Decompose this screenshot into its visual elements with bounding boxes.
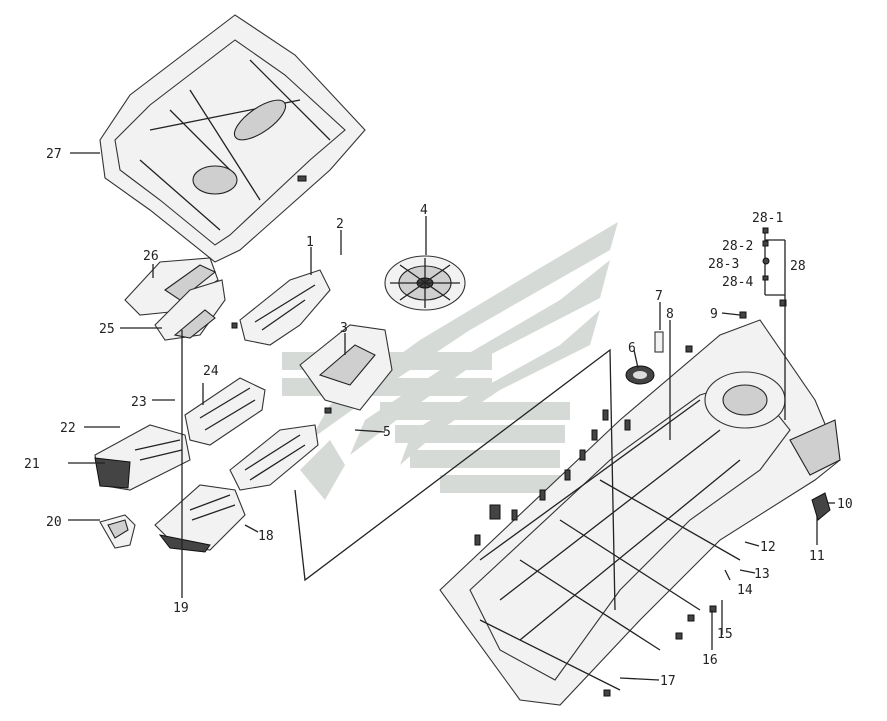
leader-lines: [68, 152, 835, 681]
callout-24: 24: [203, 364, 219, 379]
callout-5: 5: [383, 425, 391, 440]
part-18-step-panel: [229, 424, 319, 491]
callout-28-3: 28-3: [708, 257, 739, 272]
callout-labels: 1 2 3 4 5 6 7 8 9 10 11 12 13 14 15 16 1…: [24, 147, 853, 689]
part-20-clip: [99, 514, 136, 549]
callout-28-1: 28-1: [752, 211, 783, 226]
callout-28-2: 28-2: [722, 239, 753, 254]
part-6-grommet: [625, 365, 655, 385]
part-10-clip: [811, 492, 831, 521]
part-28-fasteners: [762, 227, 770, 281]
callout-2: 2: [336, 217, 344, 232]
callout-20: 20: [46, 515, 62, 530]
main-chassis-frame: [439, 299, 841, 706]
callout-28: 28: [790, 259, 806, 274]
callout-14: 14: [737, 583, 753, 598]
callout-19: 19: [173, 601, 189, 616]
callout-22: 22: [60, 421, 76, 436]
callout-26: 26: [143, 249, 159, 264]
callout-21: 21: [24, 457, 40, 472]
callout-25: 25: [99, 322, 115, 337]
callout-18: 18: [258, 529, 274, 544]
part-25-bracket: [154, 279, 226, 341]
callout-7: 7: [655, 289, 663, 304]
callout-15: 15: [717, 627, 733, 642]
callout-16: 16: [702, 653, 718, 668]
callout-12: 12: [760, 540, 776, 555]
callout-11: 11: [809, 549, 825, 564]
watermark-logo: [282, 222, 618, 500]
callout-27: 27: [46, 147, 62, 162]
part-26-bracket: [124, 257, 219, 316]
part-24-step-panel: [184, 377, 266, 446]
callout-23: 23: [131, 395, 147, 410]
callout-13: 13: [754, 567, 770, 582]
part-7-bracket: [654, 331, 664, 353]
callout-4: 4: [420, 203, 428, 218]
part-3-cover: [299, 324, 393, 414]
part-19-footrest: [154, 484, 246, 553]
callout-10: 10: [837, 497, 853, 512]
callout-6: 6: [628, 341, 636, 356]
callout-1: 1: [306, 235, 314, 250]
callout-28-4: 28-4: [722, 275, 753, 290]
part-1-frame-bracket: [231, 269, 331, 346]
part-4-wheel: [384, 255, 466, 311]
callout-8: 8: [666, 307, 674, 322]
callout-9: 9: [710, 307, 718, 322]
part-27-floor-carpet: [99, 14, 366, 263]
callout-3: 3: [340, 321, 348, 336]
part-21-footrest: [94, 424, 191, 491]
callout-17: 17: [660, 674, 676, 689]
